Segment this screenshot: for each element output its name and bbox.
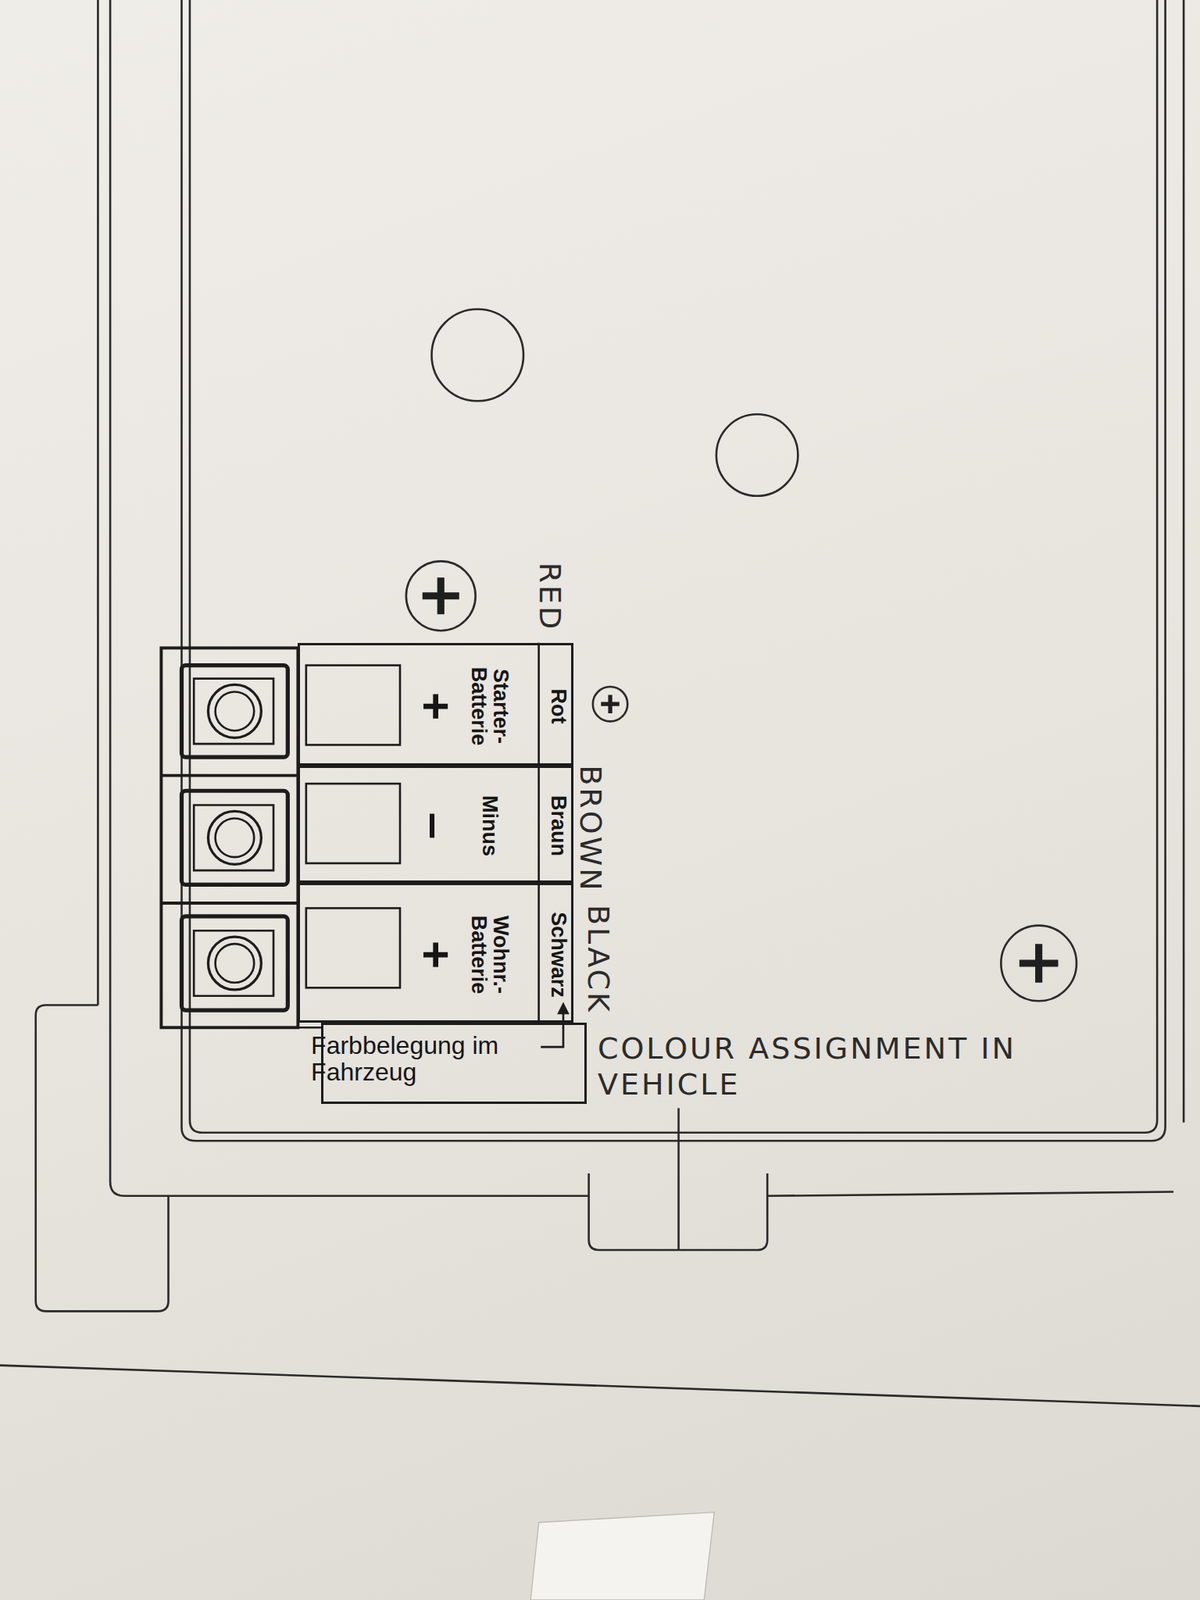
polarity-sign: – bbox=[410, 812, 462, 840]
terminal-name: Starter- Batterie bbox=[467, 647, 513, 765]
terminal-label-row: Rot Starter- Batterie+ bbox=[297, 642, 574, 766]
handwritten-note: BROWN bbox=[571, 764, 608, 893]
terminal-name: Wohnr.- Batterie bbox=[467, 896, 513, 1014]
wire-color: Rot bbox=[547, 689, 570, 725]
legend-box: Farbbelegung im Fahrzeug bbox=[321, 1022, 587, 1104]
terminal-name: Minus bbox=[478, 767, 501, 885]
legend-caption: Farbbelegung im Fahrzeug bbox=[310, 1033, 561, 1086]
wire-color: Schwarz bbox=[547, 911, 570, 998]
handwritten-note: RED bbox=[531, 562, 568, 633]
polarity-sign: + bbox=[410, 939, 462, 968]
polarity-sign: + bbox=[410, 692, 462, 721]
handwritten-note: BLACK bbox=[580, 904, 617, 1015]
terminal-label-row: Braun Minus– bbox=[297, 765, 574, 883]
wire-color: Braun bbox=[547, 795, 570, 857]
handwritten-note: COLOUR ASSIGNMENT IN VEHICLE bbox=[597, 1032, 1036, 1104]
terminal-label-row: Schwarz Wohnr.- Batterie+ bbox=[297, 882, 574, 1023]
